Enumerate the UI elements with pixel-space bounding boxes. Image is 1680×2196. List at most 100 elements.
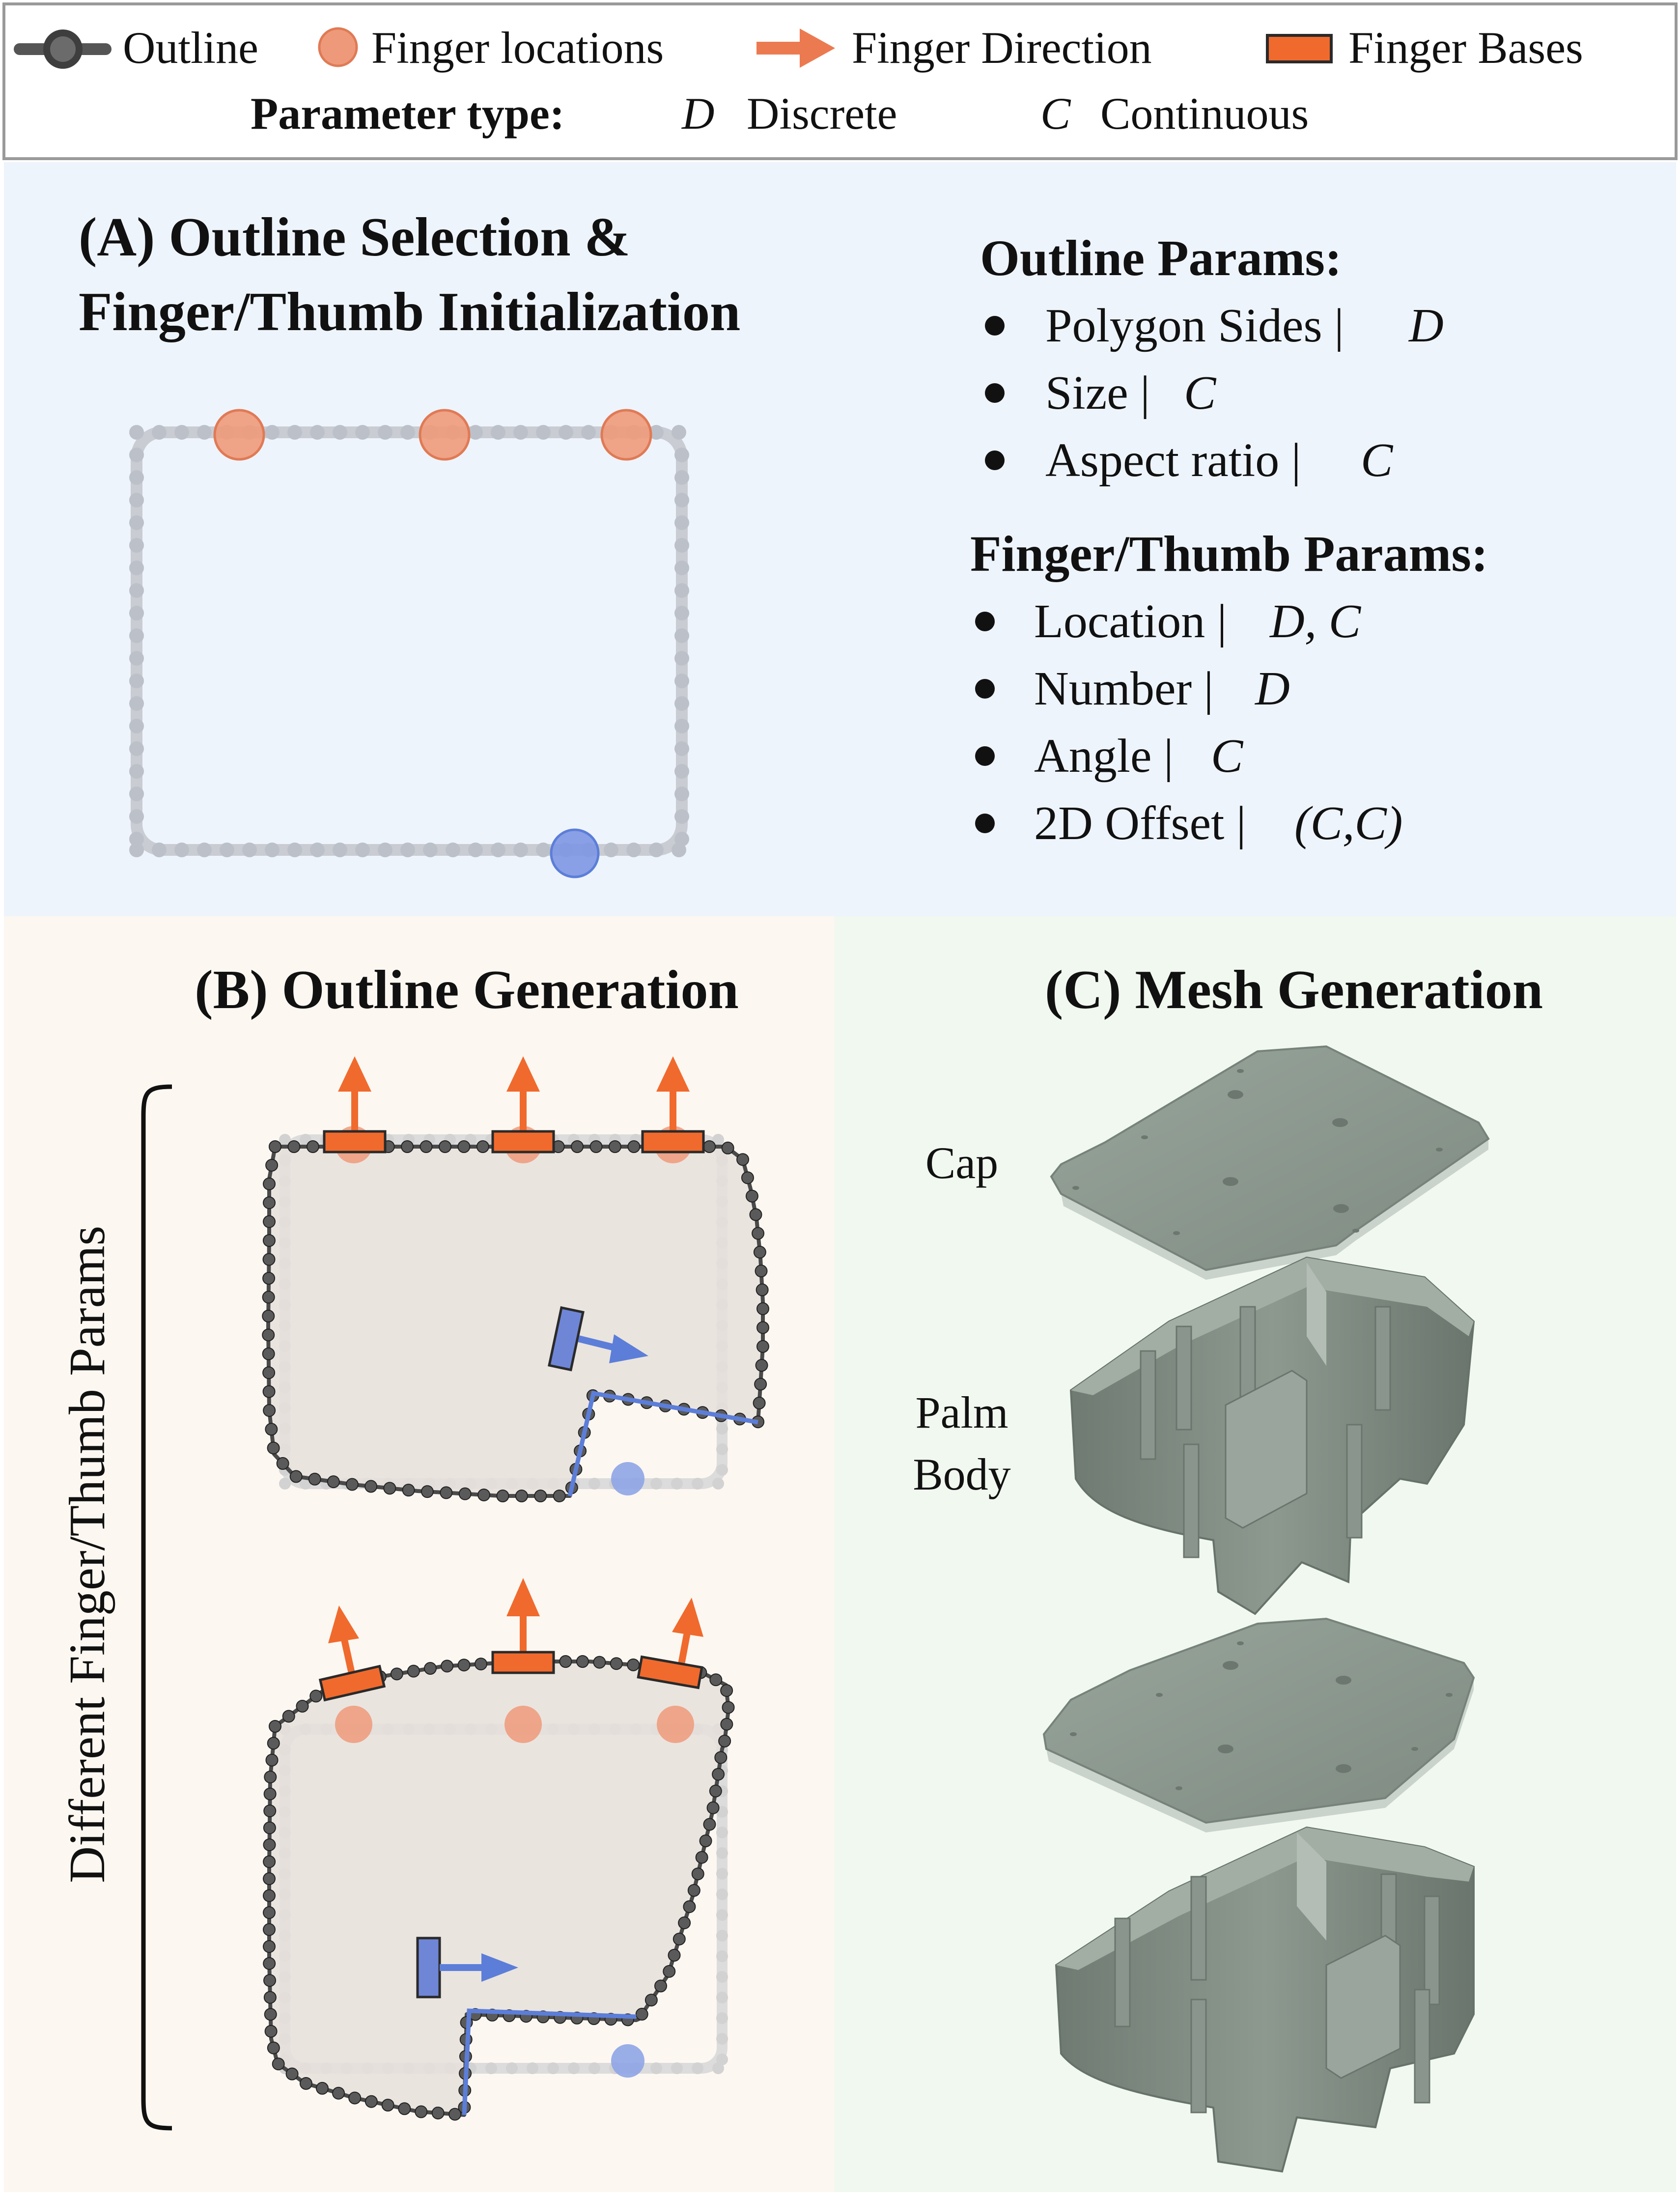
outline-vertex bbox=[420, 1140, 433, 1153]
outline-vertex bbox=[755, 1359, 768, 1372]
outline-vertex bbox=[674, 696, 689, 711]
outline-vertex bbox=[671, 2062, 683, 2074]
finger-location-3 bbox=[600, 409, 652, 461]
palm-label-line2: Body bbox=[913, 1449, 1010, 1499]
outline-vertex bbox=[129, 470, 144, 485]
finger-base-2 bbox=[491, 1651, 555, 1674]
outline-vertex bbox=[457, 1140, 471, 1153]
outline-vertex bbox=[635, 2007, 648, 2021]
outline-vertex bbox=[263, 1787, 277, 1801]
thumb-offset-line bbox=[567, 1390, 758, 1497]
outline-vertex bbox=[401, 1140, 414, 1153]
thumb-offset-line bbox=[462, 2008, 637, 2115]
outline-vertex bbox=[279, 1134, 291, 1146]
outline-vertex bbox=[129, 561, 144, 575]
legend-finger-locations-label: Finger locations bbox=[371, 23, 664, 73]
outline-vertex bbox=[263, 1872, 276, 1886]
outline-vertex bbox=[474, 1658, 487, 1671]
outline-vertex bbox=[477, 1488, 491, 1501]
outline-vertex bbox=[355, 843, 370, 857]
thumb-direction-arrow bbox=[440, 1953, 518, 1982]
outline-vertex bbox=[716, 2054, 728, 2065]
outline-vertex bbox=[754, 1378, 767, 1391]
outline-vertex bbox=[536, 843, 551, 857]
outline-vertex bbox=[441, 1660, 454, 1673]
outline-vertex bbox=[310, 843, 325, 857]
finger-location-1 bbox=[213, 409, 265, 461]
discrete-symbol: D bbox=[681, 88, 714, 139]
outline-vertex bbox=[282, 1710, 295, 1723]
outline-vertex bbox=[276, 1457, 289, 1470]
finger-direction-arrow-1 bbox=[338, 1056, 371, 1132]
outline-param-type: D bbox=[1408, 299, 1444, 352]
outline-vertex bbox=[674, 832, 689, 846]
panel-a-title-line2: Finger/Thumb Initialization bbox=[79, 282, 740, 342]
outline-vertex bbox=[264, 2008, 277, 2021]
outline-vertex bbox=[446, 843, 460, 857]
outline-vertex bbox=[756, 1340, 769, 1353]
panel-c-title: (C) Mesh Generation bbox=[1045, 959, 1543, 1020]
outline-vertex bbox=[674, 764, 689, 779]
thumb-location-initial bbox=[611, 2044, 644, 2078]
outline-vertex bbox=[129, 515, 144, 530]
finger-base-legend-icon bbox=[1266, 34, 1333, 63]
outline-vertex bbox=[308, 1472, 321, 1486]
outline-vertex bbox=[756, 1283, 769, 1296]
outline-vertex bbox=[699, 1834, 712, 1848]
outline-vertex bbox=[333, 425, 347, 440]
outline-vertex bbox=[476, 1140, 489, 1153]
outline-vertex bbox=[534, 1490, 547, 1502]
outline-vertex bbox=[692, 1478, 703, 1490]
outline-vertex bbox=[722, 1701, 735, 1714]
outline-vertex bbox=[448, 2108, 462, 2121]
outline-vertex bbox=[267, 1441, 280, 1455]
outline-vertex bbox=[152, 425, 167, 440]
outline-vertex bbox=[129, 628, 144, 643]
outline-vertex bbox=[129, 719, 144, 733]
outline-vertex bbox=[174, 425, 189, 440]
outline-vertex bbox=[129, 787, 144, 801]
outline-vertex bbox=[309, 1689, 323, 1703]
outline-vertex bbox=[671, 1478, 683, 1490]
panel-c: (C) Mesh Generation Cap Palm Body bbox=[834, 916, 1676, 2192]
outline-vertex bbox=[644, 1994, 658, 2007]
outline-vertex bbox=[263, 1991, 277, 2004]
finger-location-legend-icon bbox=[318, 27, 358, 67]
outline-vertex bbox=[263, 1855, 276, 1868]
outline-vertex bbox=[649, 425, 664, 440]
outline-vertex bbox=[262, 1328, 275, 1342]
outline-vertex bbox=[364, 1480, 378, 1493]
outline-vertex bbox=[415, 2105, 428, 2118]
finger-base-1 bbox=[323, 1130, 387, 1154]
outline-vertex bbox=[678, 1916, 691, 1930]
discrete-label: Discrete bbox=[747, 88, 897, 139]
outline-vertex bbox=[654, 1979, 668, 1993]
finger-param-name: 2D Offset | bbox=[1034, 797, 1246, 850]
outline-vertex bbox=[716, 1464, 728, 1476]
outline-vertex bbox=[264, 2025, 278, 2038]
outline-vertex bbox=[753, 1396, 766, 1409]
outline-vertex bbox=[674, 470, 689, 485]
outline-vertex bbox=[296, 1699, 309, 1713]
outline-vertex bbox=[457, 1659, 471, 1672]
outline-vertex bbox=[279, 1478, 291, 1490]
param-type-label: Parameter type: bbox=[251, 88, 564, 139]
outline-vertex bbox=[263, 1957, 276, 1970]
outline-vertex bbox=[263, 1974, 277, 1987]
outline-vertex bbox=[588, 2062, 600, 2074]
finger-location-1 bbox=[335, 1706, 372, 1743]
outline-vertex bbox=[716, 1888, 728, 1900]
outline-vertex bbox=[720, 1717, 733, 1731]
outline-vertex bbox=[716, 1847, 728, 1859]
outline-vertex bbox=[650, 1478, 662, 1490]
palm-body-mesh-1 bbox=[1069, 1256, 1475, 1615]
finger-base-3 bbox=[641, 1130, 705, 1154]
outline-vertex bbox=[458, 1487, 472, 1500]
outline-vertex bbox=[129, 843, 144, 857]
thumb-location-initial bbox=[611, 1462, 644, 1495]
outline-vertex bbox=[263, 1923, 276, 1936]
finger-param-name: Angle | bbox=[1034, 730, 1174, 783]
outline-vertex bbox=[674, 606, 689, 620]
outline-vertex bbox=[265, 1423, 278, 1436]
